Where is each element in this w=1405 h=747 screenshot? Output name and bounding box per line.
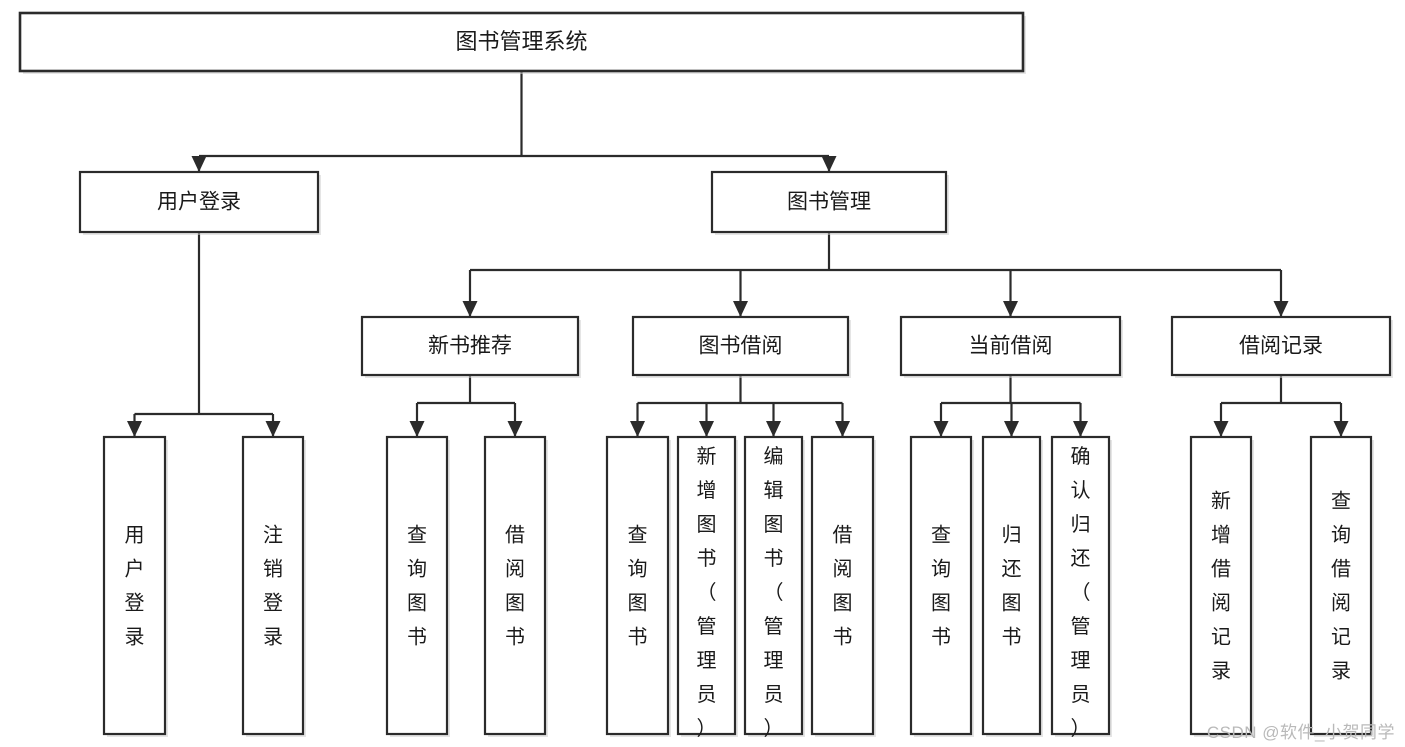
node-label-vertical: 查询借阅记录 <box>1331 490 1351 683</box>
node-leaf-user-login[interactable]: 用户登录 <box>102 435 168 737</box>
arrow-head-icon <box>127 421 142 437</box>
edge-group-current-borrow <box>933 375 1088 437</box>
arrow-head-icon <box>1004 421 1019 437</box>
node-label-vertical: 新增借阅记录 <box>1211 490 1231 683</box>
node-box[interactable] <box>78 170 320 234</box>
node-leaf-borrow-book-1[interactable]: 借阅图书 <box>483 435 548 737</box>
node-label-vertical: 归还图书 <box>1002 524 1022 649</box>
node-leaf-confirm-return[interactable]: 确认归还（管理员） <box>1050 435 1112 740</box>
node-label: 当前借阅 <box>969 335 1053 358</box>
node-label-vertical: 查询图书 <box>931 524 951 649</box>
node-label-vertical: 查询图书 <box>628 524 648 649</box>
node-leaf-query-record[interactable]: 查询借阅记录 <box>1309 435 1374 737</box>
node-box[interactable] <box>1309 435 1373 736</box>
edge-group-root <box>191 71 837 172</box>
node-layer: 图书管理系统用户登录图书管理新书推荐图书借阅当前借阅借阅记录用户登录注销登录查询… <box>18 11 1393 740</box>
node-box[interactable] <box>241 435 305 736</box>
node-label-vertical: 借阅图书 <box>505 524 525 649</box>
node-leaf-query-book-3[interactable]: 查询图书 <box>909 435 974 737</box>
node-leaf-edit-book[interactable]: 编辑图书（管理员） <box>743 435 805 740</box>
csdn-watermark: CSDN @软件_小贺同学 <box>1206 723 1395 742</box>
edge-group-book-borrow <box>630 375 850 437</box>
arrow-head-icon <box>699 421 714 437</box>
arrow-head-icon <box>933 421 949 437</box>
node-leaf-add-record[interactable]: 新增借阅记录 <box>1189 435 1254 737</box>
arrow-head-icon <box>821 156 837 172</box>
node-label-vertical: 编辑图书（管理员） <box>764 445 784 740</box>
node-box[interactable] <box>1170 315 1392 377</box>
node-label-vertical: 借阅图书 <box>833 524 853 649</box>
node-label: 借阅记录 <box>1239 335 1323 358</box>
node-user-login[interactable]: 用户登录 <box>78 170 321 235</box>
node-box[interactable] <box>981 435 1042 736</box>
node-leaf-borrow-book-2[interactable]: 借阅图书 <box>810 435 876 737</box>
node-label: 图书借阅 <box>699 335 783 358</box>
edge-group-user-login <box>127 232 281 437</box>
arrow-head-icon <box>1213 421 1229 437</box>
node-box[interactable] <box>676 435 737 736</box>
node-box[interactable] <box>743 435 804 736</box>
node-current-borrow[interactable]: 当前借阅 <box>899 315 1123 378</box>
arrow-head-icon <box>1003 301 1018 317</box>
node-label: 图书管理 <box>787 191 871 214</box>
arrow-head-icon <box>507 421 523 437</box>
node-box[interactable] <box>1050 435 1111 736</box>
node-leaf-return-book[interactable]: 归还图书 <box>981 435 1043 737</box>
arrow-head-icon <box>630 421 645 437</box>
node-box[interactable] <box>102 435 167 736</box>
node-box[interactable] <box>483 435 547 736</box>
node-box[interactable] <box>605 435 670 736</box>
node-label-vertical: 确认归还（管理员） <box>1071 445 1091 740</box>
arrow-head-icon <box>1333 421 1349 437</box>
node-new-book-recommend[interactable]: 新书推荐 <box>360 315 581 378</box>
node-book-manage[interactable]: 图书管理 <box>710 170 949 235</box>
node-label: 图书管理系统 <box>455 29 587 54</box>
node-label-vertical: 查询图书 <box>407 524 427 649</box>
node-book-borrow[interactable]: 图书借阅 <box>631 315 851 378</box>
node-leaf-logout-login[interactable]: 注销登录 <box>241 435 306 737</box>
node-box[interactable] <box>360 315 580 377</box>
node-box[interactable] <box>810 435 875 736</box>
node-box[interactable] <box>909 435 973 736</box>
arrow-head-icon <box>409 421 425 437</box>
node-label-vertical: 用户登录 <box>125 525 145 649</box>
node-leaf-add-book[interactable]: 新增图书（管理员） <box>676 435 738 740</box>
arrow-head-icon <box>1073 421 1088 437</box>
arrow-head-icon <box>265 421 281 437</box>
node-label: 新书推荐 <box>428 335 512 358</box>
edge-group-new-book-recommend <box>409 375 523 437</box>
edge-layer <box>127 71 1349 437</box>
node-label-vertical: 注销登录 <box>263 524 283 649</box>
node-label-vertical: 新增图书（管理员） <box>697 445 717 740</box>
arrow-head-icon <box>733 301 748 317</box>
edge-group-borrow-record <box>1213 375 1349 437</box>
node-root[interactable]: 图书管理系统 <box>18 11 1026 74</box>
node-box[interactable] <box>385 435 449 736</box>
arrow-head-icon <box>766 421 781 437</box>
node-box[interactable] <box>899 315 1122 377</box>
node-box[interactable] <box>1189 435 1253 736</box>
node-box[interactable] <box>710 170 948 234</box>
arrow-head-icon <box>191 156 207 172</box>
node-borrow-record[interactable]: 借阅记录 <box>1170 315 1393 378</box>
node-leaf-query-book-1[interactable]: 查询图书 <box>385 435 450 737</box>
node-box[interactable] <box>18 11 1025 73</box>
edge-group-book-manage <box>462 232 1289 317</box>
node-leaf-query-book-2[interactable]: 查询图书 <box>605 435 671 737</box>
node-label: 用户登录 <box>157 191 241 214</box>
node-box[interactable] <box>631 315 850 377</box>
arrow-head-icon <box>462 301 478 317</box>
arrow-head-icon <box>835 421 850 437</box>
arrow-head-icon <box>1273 301 1289 317</box>
